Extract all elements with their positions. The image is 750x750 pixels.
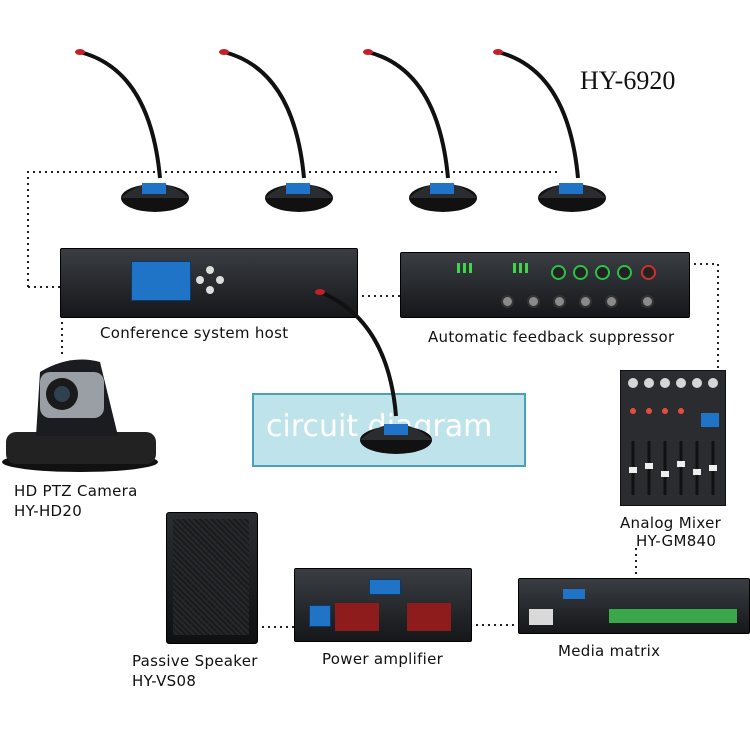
amp-terminal-a (335, 603, 379, 631)
mic-unit-3 (363, 49, 477, 212)
matrix-power-socket (529, 609, 553, 625)
amp-power-socket (309, 605, 331, 627)
amp-display (369, 579, 401, 595)
chairman-mic-icon (300, 280, 440, 460)
speaker-model: HY-VS08 (132, 672, 196, 690)
speaker-grille (173, 519, 249, 635)
mic-unit-4 (493, 49, 606, 212)
ptz-camera-icon (0, 352, 160, 474)
mic-unit-2 (219, 49, 333, 212)
mixer-model: HY-GM840 (636, 532, 716, 550)
power-amplifier-unit (294, 568, 472, 642)
matrix-display (563, 589, 585, 599)
host-label: Conference system host (100, 324, 288, 342)
matrix-label: Media matrix (558, 642, 660, 660)
speaker-label: Passive Speaker (132, 652, 258, 670)
camera-label: HD PTZ Camera (14, 482, 138, 500)
passive-speaker-unit (166, 512, 258, 644)
media-matrix-unit (518, 578, 750, 634)
feedback-suppressor-unit (400, 252, 690, 318)
analog-mixer-unit (620, 370, 726, 506)
mixer-label: Analog Mixer (620, 514, 721, 532)
host-lcd-screen (131, 261, 191, 301)
matrix-terminal-strip (609, 609, 737, 623)
host-nav-keys-icon (195, 265, 225, 295)
amp-terminal-b (407, 603, 451, 631)
amplifier-label: Power amplifier (322, 650, 443, 668)
mic-unit-1 (75, 49, 189, 212)
mixer-faders-icon (621, 371, 725, 505)
suppressor-label: Automatic feedback suppressor (428, 328, 674, 346)
camera-model: HY-HD20 (14, 502, 82, 520)
